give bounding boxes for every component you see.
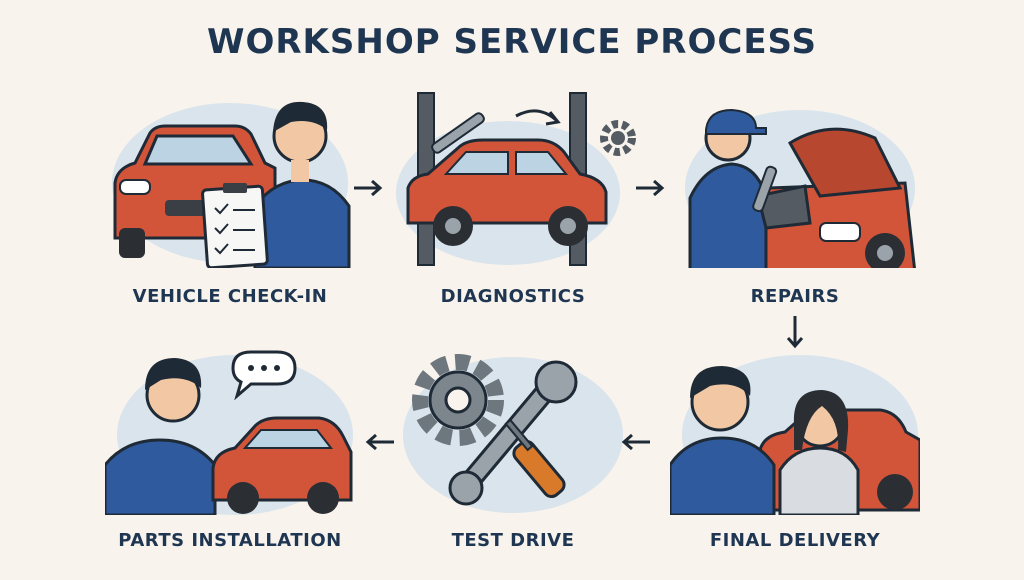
- mechanic-and-customer-with-car-icon: [670, 355, 920, 515]
- arrow-left-icon: [621, 433, 650, 451]
- step-parts-installation: PARTS INSTALLATION: [105, 340, 355, 580]
- mechanic-with-laptop-at-open-hood-icon: [685, 108, 916, 268]
- step-vehicle-check-in: VEHICLE CHECK-IN: [105, 88, 355, 328]
- arrow-right-icon: [636, 179, 665, 197]
- step-label: REPAIRS: [750, 286, 840, 307]
- mechanic-with-clipboard-and-car-icon: [112, 101, 351, 268]
- step-label: VEHICLE CHECK-IN: [132, 286, 328, 307]
- step-label: TEST DRIVE: [451, 530, 575, 551]
- arrow-right-icon: [354, 179, 383, 197]
- step-diagnostics: DIAGNOSTICS: [388, 88, 638, 328]
- page-title: WORKSHOP SERVICE PROCESS: [206, 22, 818, 62]
- car-on-lift-with-wrench-and-gear-icon: [396, 92, 636, 266]
- step-final-delivery: FINAL DELIVERY: [670, 340, 920, 580]
- gear-wrench-screwdriver-icon: [403, 354, 623, 513]
- man-with-speech-bubble-and-car-icon: [105, 350, 353, 515]
- step-label: PARTS INSTALLATION: [118, 530, 342, 551]
- step-label: FINAL DELIVERY: [709, 530, 881, 551]
- arrow-down-icon: [786, 316, 804, 349]
- step-repairs: REPAIRS: [670, 88, 920, 328]
- arrow-left-icon: [365, 433, 394, 451]
- step-label: DIAGNOSTICS: [440, 286, 586, 307]
- step-test-drive: TEST DRIVE: [388, 340, 638, 580]
